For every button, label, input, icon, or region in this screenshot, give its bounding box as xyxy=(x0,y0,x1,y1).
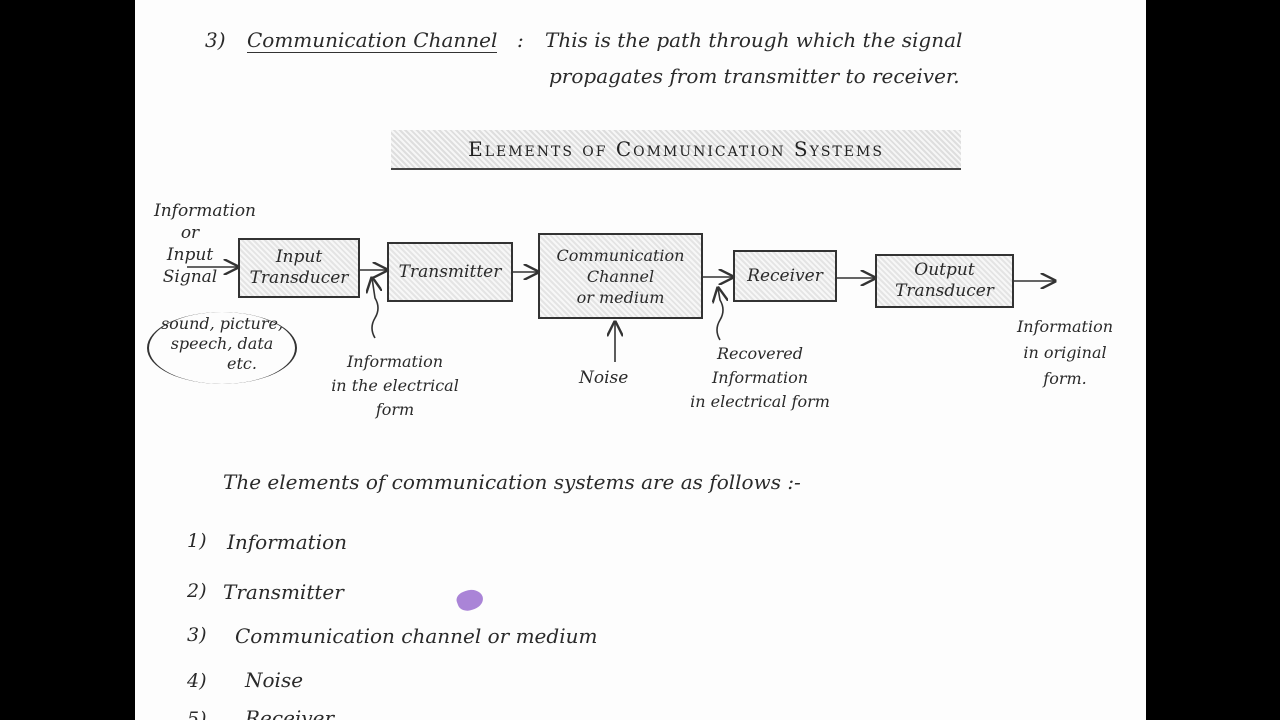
list-item-2-number: 2) xyxy=(187,580,207,602)
input-label: Information or Input Signal xyxy=(145,200,265,288)
list-item-2-text: Transmitter xyxy=(223,580,344,604)
output-line-1: Information xyxy=(1016,317,1114,336)
output-line-3: form. xyxy=(1043,369,1087,388)
squiggle-electrical xyxy=(372,278,378,339)
intro-sentence: The elements of communication systems ar… xyxy=(223,470,801,494)
block-receiver: Receiver xyxy=(733,250,837,302)
noise-label: Noise xyxy=(579,368,629,388)
recovered-line-3: in electrical form xyxy=(690,392,830,411)
electrical-form-label: Information in the electrical form xyxy=(315,350,475,422)
output-transducer-line-2: Transducer xyxy=(895,281,994,301)
input-examples-line-1: sound, picture, xyxy=(160,314,284,333)
list-item-3-number: 3) xyxy=(187,624,207,646)
notebook-page: 3) Communication Channel : This is the p… xyxy=(135,0,1146,720)
input-label-line-1: Information xyxy=(153,201,257,221)
input-examples-line-2: speech, data xyxy=(170,334,274,353)
list-item-4-text: Noise xyxy=(245,668,304,692)
diagram-arrows xyxy=(187,0,1146,362)
input-examples-line-3: etc. xyxy=(227,354,257,373)
transmitter-line-1: Transmitter xyxy=(398,261,502,282)
input-label-line-4: Signal xyxy=(162,267,218,287)
block-input-transducer: Input Transducer xyxy=(238,238,360,298)
output-line-2: in original xyxy=(1023,343,1107,362)
receiver-line-1: Receiver xyxy=(747,265,823,286)
section-heading-box: Elements of Communication Systems xyxy=(391,130,961,170)
list-item-1-text: Information xyxy=(227,530,348,554)
channel-line-3: or medium xyxy=(576,287,665,307)
input-transducer-line-1: Input xyxy=(275,247,323,267)
channel-line-2: Channel xyxy=(586,266,655,286)
input-transducer-line-2: Transducer xyxy=(249,268,349,288)
electrical-line-2: in the electrical xyxy=(331,376,459,395)
recovered-line-2: Information xyxy=(711,368,809,387)
definition-line-1: This is the path through which the signa… xyxy=(545,28,963,52)
output-label: Information in original form. xyxy=(1005,314,1125,392)
channel-line-1: Communication xyxy=(556,245,685,265)
electrical-line-3: form xyxy=(375,400,415,419)
block-communication-channel: Communication Channel or medium xyxy=(538,233,703,319)
output-transducer-line-1: Output xyxy=(914,260,975,280)
input-examples: sound, picture, speech, data etc. xyxy=(149,314,295,374)
input-label-line-3: Input xyxy=(166,245,214,265)
definition-number: 3) xyxy=(205,28,226,52)
electrical-line-1: Information xyxy=(346,352,444,371)
input-examples-brace xyxy=(147,312,297,384)
list-item-5-number: 5) xyxy=(187,708,207,720)
section-heading: Elements of Communication Systems xyxy=(468,137,884,161)
recovered-information-label: Recovered Information in electrical form xyxy=(675,342,845,414)
list-item-1-number: 1) xyxy=(187,530,207,552)
definition-term: Communication Channel xyxy=(247,28,498,53)
list-item-5-text: Receiver xyxy=(245,706,335,720)
recovered-line-1: Recovered xyxy=(717,344,803,363)
definition-line-2: propagates from transmitter to receiver. xyxy=(549,64,960,88)
squiggle-recovered xyxy=(717,288,723,341)
input-label-line-2: or xyxy=(180,223,200,243)
block-transmitter: Transmitter xyxy=(387,242,513,302)
list-item-4-number: 4) xyxy=(187,670,207,692)
block-output-transducer: Output Transducer xyxy=(875,254,1014,308)
list-item-3-text: Communication channel or medium xyxy=(235,624,598,648)
definition-colon: : xyxy=(517,28,524,52)
